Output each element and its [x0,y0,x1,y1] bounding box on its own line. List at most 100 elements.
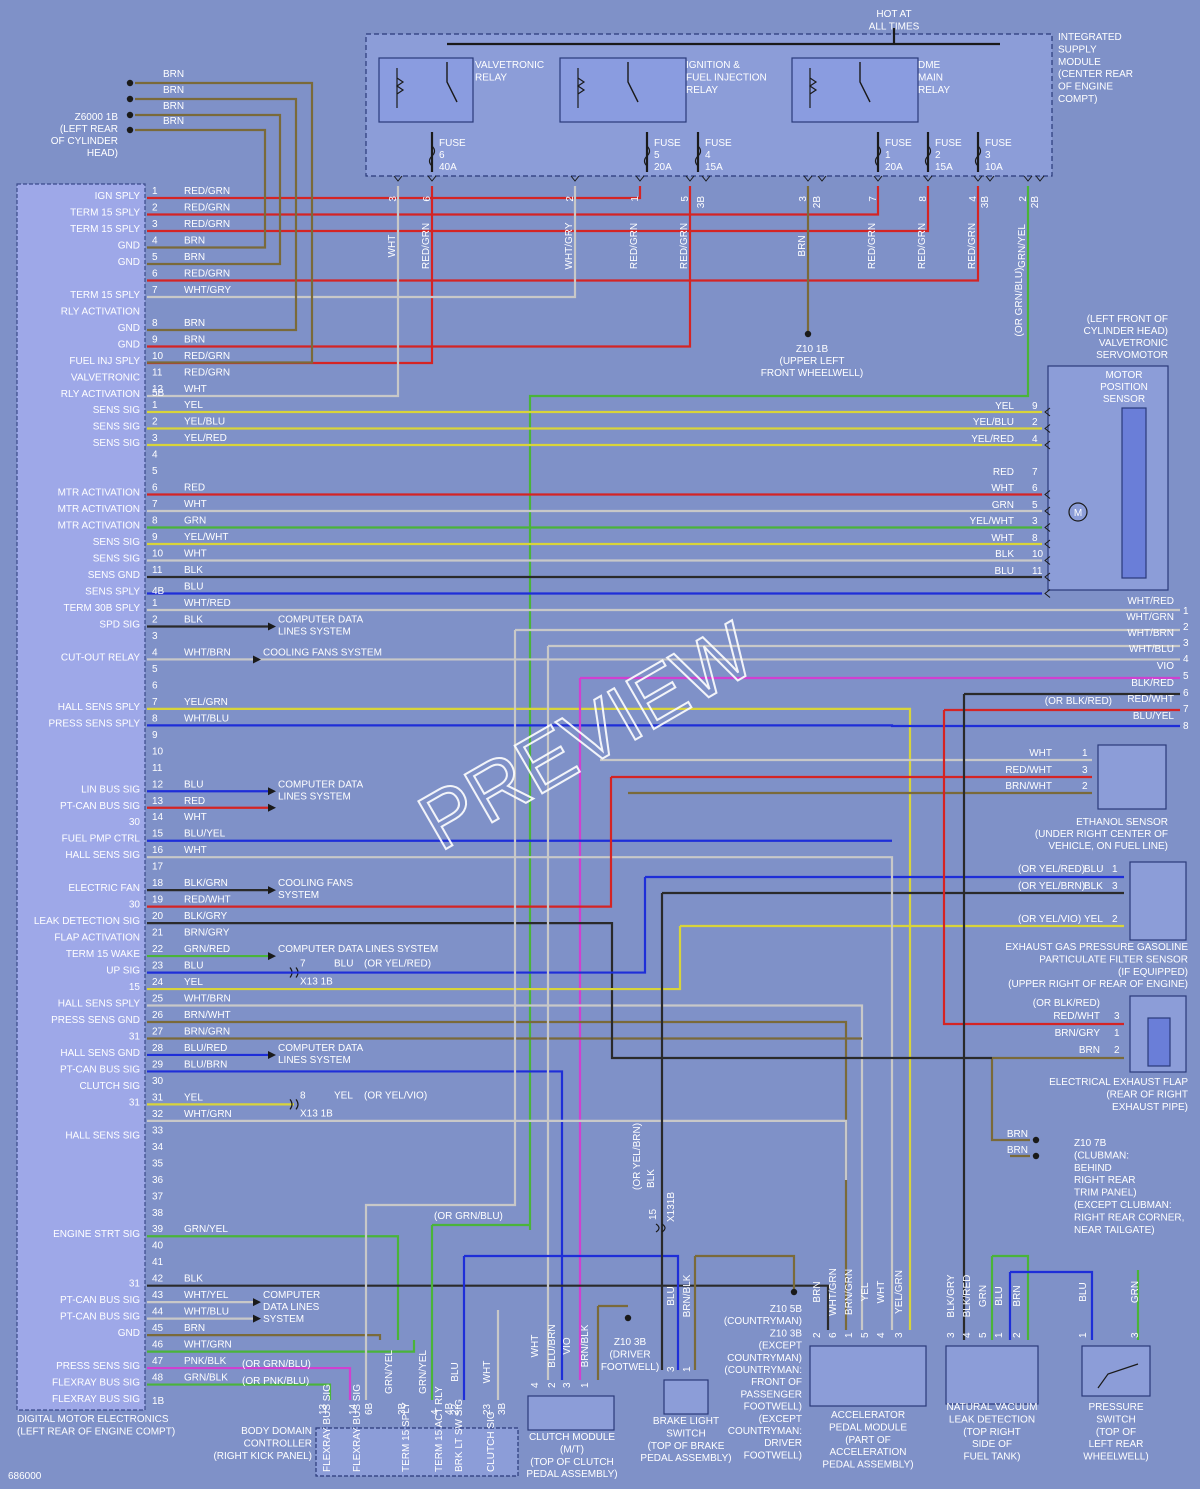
connector-icon [701,175,711,182]
fuse-icon [694,145,702,167]
wire-blk [147,1284,830,1330]
clutch-wire-color: WHT [530,1335,541,1358]
dme-wire-color: WHT [184,812,207,823]
exhaust-flap-wire-color: RED/WHT [1053,1011,1100,1022]
relay-coil-icon [576,68,586,108]
connector-icon [427,175,437,182]
bdc-title: BODY DOMAIN [241,1426,312,1437]
wire-red-grn [147,186,880,216]
dme-pin-number: 7 [152,499,158,510]
servo-pin-number: 3 [1032,516,1038,527]
dme-wire-color: YEL/RED [184,433,227,444]
leak-wire-color: BLU [994,1286,1005,1305]
relay-label: RELAY [475,72,507,83]
arrow-icon [268,952,276,961]
dme-pin-number: 8 [152,713,158,724]
connector-icon [1044,556,1051,565]
isp-pin-number: 5 [680,196,691,202]
ground-z10-7b-label: RIGHT REAR CORNER, [1074,1212,1184,1223]
dme-wire-color: PNK/BLK [184,1356,227,1367]
dme-wire-color: WHT [184,499,207,510]
ethanol-pin: 3 [1082,765,1088,776]
dme-pin-label: TERM 30B SPLY [63,603,140,614]
dme-pin-number: 33 [152,1125,164,1136]
exhaust-pressure-title: PARTICULATE FILTER SENSOR [1039,954,1188,965]
dme-pin-number: 6 [152,269,158,280]
ethanol-sensor-box [1097,744,1167,810]
bdc-pin: 13 [318,1403,329,1415]
dme-wire-color: WHT/BRN [184,994,231,1005]
dme-pin-number: 20 [152,911,164,922]
pressure-switch-wire-color: GRN [1130,1281,1141,1303]
isp-wire-color: RED/GRN [679,223,690,269]
pressure-switch-title: WHEELWELL) [1083,1452,1148,1463]
exhaust-flap-pin: 3 [1114,1011,1120,1022]
servomotor-title: CYLINDER HEAD) [1084,326,1168,337]
wire-blu [464,1254,680,1370]
dme-pin-number: 10 [152,746,164,757]
x13-pin: 8 [300,1090,306,1101]
dme-pin-number: 35 [152,1158,164,1169]
ground-z10-5b-label: (COUNTRYMAN: [724,1365,802,1376]
dme-pin-label: FLEXRAY BUS SIG [52,1394,140,1405]
ground-wire-color: BRN [1007,1145,1028,1156]
ground-z6000-icon [126,126,134,134]
servomotor-title: (LEFT FRONT OF [1087,314,1168,325]
right-edge-wire-color: WHT/RED [1127,596,1174,607]
relay-label: RELAY [686,85,718,96]
dme-pin-number: 1 [152,186,158,197]
dme-wire-color: WHT/YEL [184,1290,229,1301]
ground-z10-5b-label: COUNTRYMAN) [727,1353,802,1364]
ground-z10-7b-label: BEHIND [1074,1163,1112,1174]
fuse-label: FUSE [985,138,1012,149]
dme-pin-label: GND [118,241,140,252]
wire-blu-brn [147,1070,564,1380]
dme-pin-label: PT-CAN BUS SIG [60,1064,140,1075]
dme-pin-number: 13 [152,796,164,807]
preview-watermark: PREVIEW [404,605,768,867]
accelerator-wire-color: BRN/GRN [844,1269,855,1315]
x13-pin: 7 [300,959,306,970]
accelerator-title: ACCELERATOR [831,1410,905,1421]
wire-wht-brn [147,1004,864,1330]
connector-icon [1023,175,1033,182]
wire-grn-blk [147,1383,332,1400]
dme-pin-label: LIN BUS SIG [81,784,140,795]
dme-pin-number: 16 [152,845,164,856]
pressure-switch-title: (TOP OF [1096,1427,1136,1438]
exhaust-pressure-title: EXHAUST GAS PRESSURE GASOLINE [1005,942,1188,953]
wire-red-grn [147,186,930,233]
exhaust-pressure-wire-color: BLK [1084,881,1103,892]
supply-module-label: INTEGRATED [1058,32,1122,43]
fuse-label: FUSE [935,138,962,149]
wire-yel [147,926,682,991]
fuse-label: 15A [705,162,723,173]
wire-blu [147,877,647,974]
bdc-title: CONTROLLER [244,1438,312,1449]
accelerator-title: PEDAL ASSEMBLY) [822,1460,913,1471]
isp-pin-number: 2 [565,196,576,202]
dme-wire-color: GRN/YEL [184,1224,228,1235]
ground-z6000-icon [126,79,134,87]
exhaust-pressure-wire-color: BLU [1084,864,1103,875]
bdc-wire-color: WHT [482,1361,493,1384]
bdc-wire-color: GRN/YEL [418,1350,429,1394]
isp-wire-color: RED/GRN [421,223,432,269]
connector-icon [923,175,933,182]
dme-pin-label: 31 [129,1279,141,1290]
exhaust-flap-pin: 1 [1114,1028,1120,1039]
connector-icon [985,175,995,182]
pressure-switch-title: SWITCH [1096,1414,1135,1425]
dme-pin-number: 12 [152,779,164,790]
wire-wht-grn [364,630,517,1400]
ethanol-wire-color: BRN/WHT [1005,781,1052,792]
dme-connector-label: 1B [152,1396,165,1407]
dme-pin-label: CLUTCH SIG [79,1081,140,1092]
wire-red-grn [147,186,980,282]
supply-module-label: OF ENGINE [1058,82,1113,93]
dme-pin-label: ENGINE STRT SIG [53,1229,140,1240]
ground-z10-7b-icon [1032,1152,1040,1160]
dme-pin-number: 4 [152,647,158,658]
fuse-label: 6 [439,150,445,161]
dme-wire-color: BRN [184,252,205,263]
